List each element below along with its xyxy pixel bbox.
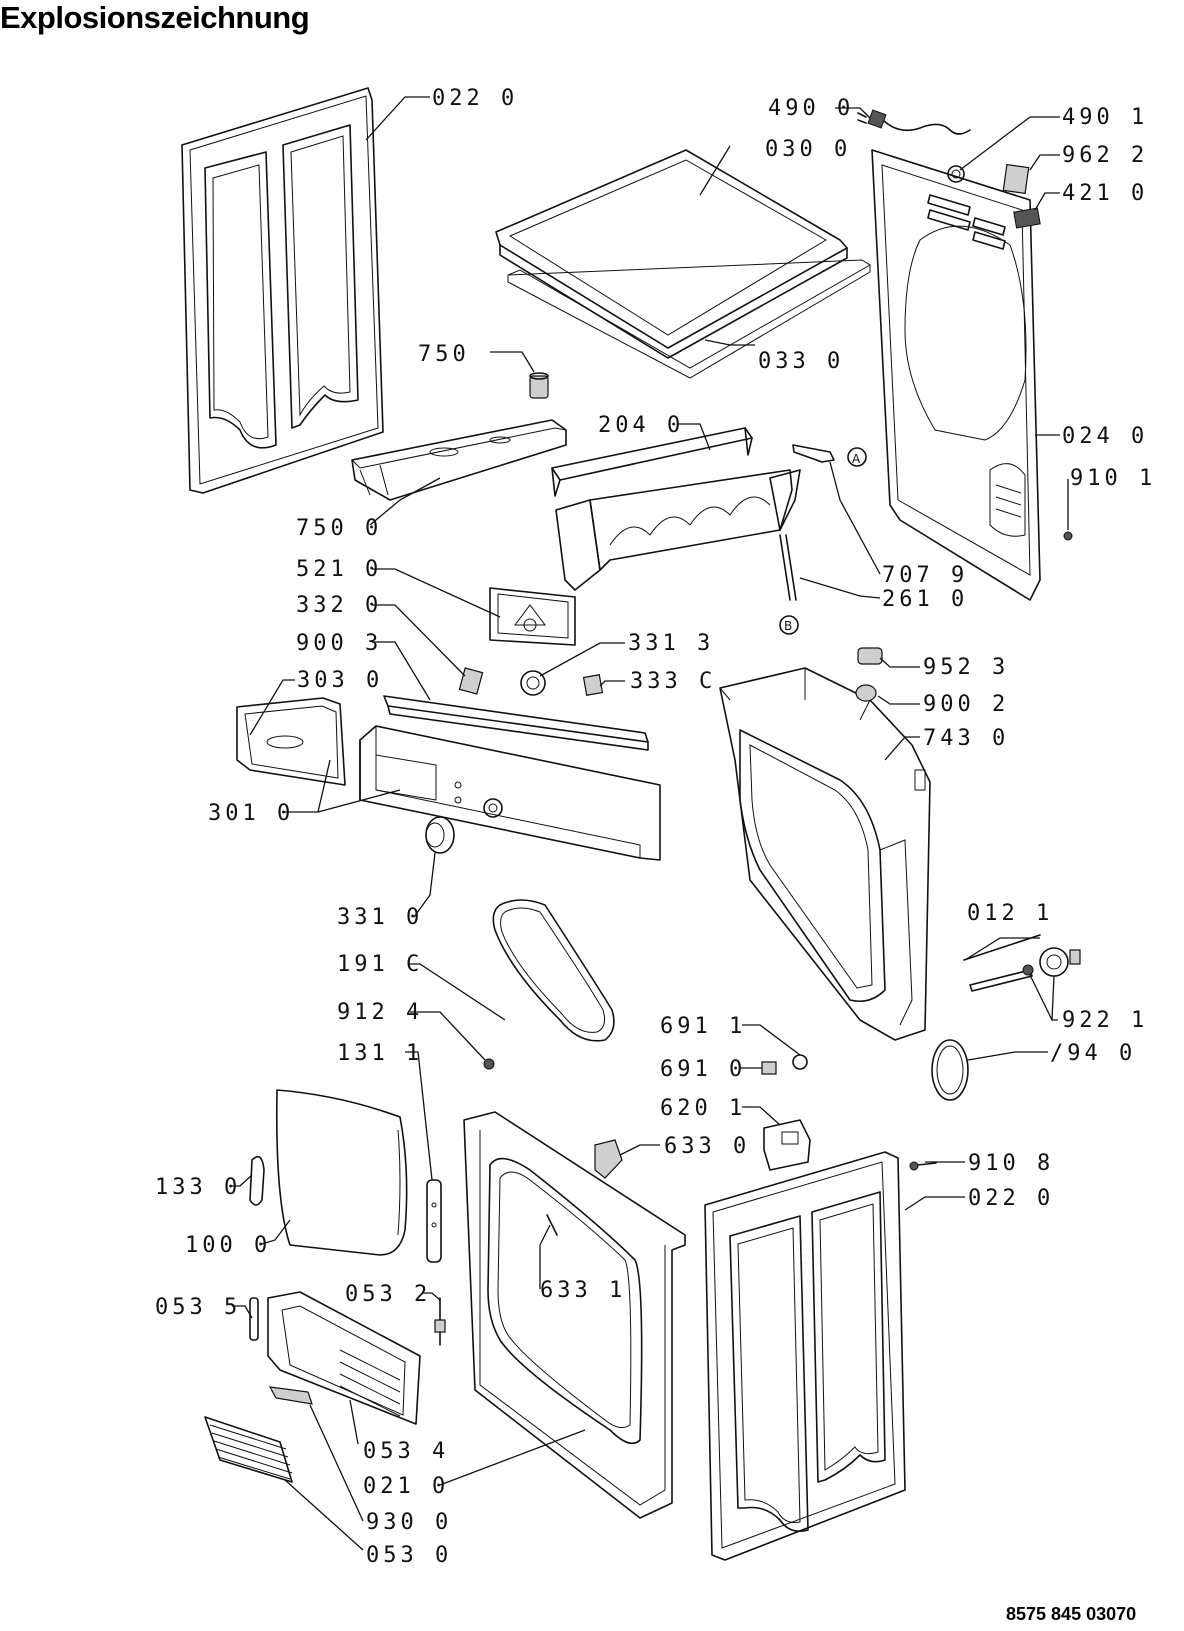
rear-panel-part xyxy=(871,149,1073,601)
front-panel-part xyxy=(463,1111,686,1519)
page-title: Explosionszeichnung xyxy=(0,0,310,35)
part-053-2-part xyxy=(434,1297,446,1346)
callout-water-tank-housing: 750 0 xyxy=(296,516,382,541)
screw-912-4-part xyxy=(483,1058,495,1070)
callout-part-421-0: 421 0 xyxy=(1062,181,1148,206)
door-seal-part xyxy=(492,899,615,1042)
callout-door-lock: 633 0 xyxy=(664,1134,750,1159)
rail-900-3-part xyxy=(383,695,649,751)
callout-knob-331-3: 331 3 xyxy=(628,631,714,656)
callout-part-691-1: 691 1 xyxy=(660,1014,746,1039)
water-tank-housing-part xyxy=(351,419,567,501)
callout-tank-drawer: 303 0 xyxy=(297,668,383,693)
callout-control-panel: 301 0 xyxy=(208,801,294,826)
callout-part-333: 333 C xyxy=(630,669,716,694)
tank-drawer-part xyxy=(236,697,346,786)
callout-part-900-2: 900 2 xyxy=(923,692,1009,717)
door-lock-part xyxy=(594,1139,623,1179)
callout-screw-910-1: 910 1 xyxy=(1070,466,1156,491)
part-691-0-part xyxy=(761,1061,777,1075)
callout-door: 100 0 xyxy=(185,1233,271,1258)
callout-hose-261: 261 0 xyxy=(882,587,968,612)
callout-pcb: 521 0 xyxy=(296,557,382,582)
knob-331-3-part xyxy=(520,670,546,696)
callout-mains-cable: 490 0 xyxy=(768,96,854,121)
callout-shaft-922-1: 922 1 xyxy=(1062,1008,1148,1033)
callout-filter-frame: 053 4 xyxy=(363,1439,449,1464)
filter-grid-part xyxy=(204,1416,293,1483)
top-panel-part xyxy=(495,149,871,379)
callout-tank-support: 204 0 xyxy=(598,413,684,438)
callout-switch-332: 332 0 xyxy=(296,593,382,618)
filter-frame-part xyxy=(267,1291,421,1425)
part-691-1-part xyxy=(792,1054,808,1070)
screw-910-8-part xyxy=(909,1161,937,1171)
tank-support-part xyxy=(551,427,801,601)
side-panel-right-part xyxy=(704,1151,906,1561)
part-620-1-part xyxy=(763,1119,811,1171)
filter-clip-part xyxy=(268,1386,313,1405)
callout-rear-panel: 024 0 xyxy=(1062,424,1148,449)
callout-door-handle: 133 0 xyxy=(155,1175,241,1200)
pcb-part xyxy=(489,587,576,646)
side-panel-left-part xyxy=(181,87,384,494)
callout-drum-housing: 743 0 xyxy=(923,726,1009,751)
callout-screw-912-4: 912 4 xyxy=(337,1000,423,1025)
callout-program-knob: 331 0 xyxy=(337,905,423,930)
program-knob-part xyxy=(425,816,455,854)
door-handle-part xyxy=(249,1155,265,1206)
callout-rail-900-3: 900 3 xyxy=(296,631,382,656)
part-333-part xyxy=(582,674,604,696)
hinge-part xyxy=(426,1179,442,1263)
callout-top-cover: 033 0 xyxy=(758,349,844,374)
callout-door-catch: 633 1 xyxy=(540,1278,626,1303)
callout-part-750: 750 xyxy=(418,342,470,367)
switch-332-part xyxy=(458,667,484,695)
ref-a-marker: A xyxy=(852,452,861,466)
cap-750-part xyxy=(529,372,549,399)
drum-housing-part xyxy=(719,667,931,1041)
callout-filter-clip: 930 0 xyxy=(366,1510,452,1535)
callout-labels: 022 0 490 0 490 1 030 0 962 2 421 0 750 … xyxy=(155,86,1156,1568)
callout-part-053-2: 053 2 xyxy=(345,1282,431,1307)
callout-screw-910-8: 910 8 xyxy=(968,1151,1054,1176)
part-900-2-part xyxy=(855,684,877,702)
ref-b-marker: B xyxy=(784,619,792,633)
callout-cable-part: 490 1 xyxy=(1062,105,1148,130)
callout-part-691-0: 691 0 xyxy=(660,1057,746,1082)
part-952-3-part xyxy=(857,647,883,665)
callout-door-seal: 191 C xyxy=(337,952,423,977)
belt-ring-part xyxy=(931,1039,969,1101)
callout-hinge-131-1: 131 1 xyxy=(337,1041,423,1066)
callout-sensor-a: 707 9 xyxy=(882,563,968,588)
document-number: 8575 845 03070 xyxy=(1006,1604,1137,1624)
callout-top-panel: 030 0 xyxy=(765,137,851,162)
callout-front-panel: 021 0 xyxy=(363,1474,449,1499)
door-part xyxy=(275,1089,408,1256)
callout-filter-grid: 053 0 xyxy=(366,1543,452,1568)
leader-lines xyxy=(230,96,1069,1551)
callout-part-053-5: 053 5 xyxy=(155,1295,241,1320)
mains-cable-part xyxy=(857,109,971,135)
callout-side-panel-right: 022 0 xyxy=(968,1186,1054,1211)
control-panel-part xyxy=(359,725,661,861)
callout-side-panel-left: 022 0 xyxy=(432,86,518,111)
part-053-5-part xyxy=(249,1297,259,1341)
callout-part-012-1: 012 1 xyxy=(967,901,1053,926)
callout-part-620-1: 620 1 xyxy=(660,1096,746,1121)
shaft-assembly-part xyxy=(963,934,1081,992)
callout-belt-194: /94 0 xyxy=(1050,1041,1136,1066)
callout-part-962-2: 962 2 xyxy=(1062,143,1148,168)
callout-part-952-3: 952 3 xyxy=(923,655,1009,680)
sensor-a-part xyxy=(779,444,867,635)
